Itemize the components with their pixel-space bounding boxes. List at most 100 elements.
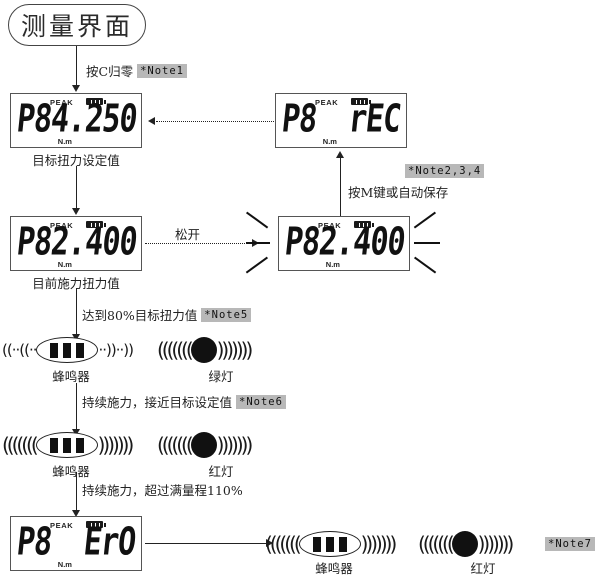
connector-target-to-current	[76, 166, 78, 210]
sound-waves-left-icon: (((((((	[265, 532, 302, 556]
arrow-flash-to-rec	[336, 151, 344, 158]
unit-label: N.m	[57, 560, 72, 569]
step-release-label: 松开	[175, 227, 201, 242]
lcd-current-channel: P8	[14, 219, 54, 265]
sound-waves-right-icon: )))))))	[97, 433, 135, 457]
arrow-target-to-current	[72, 208, 80, 215]
lcd-target: PEAK P8 4.250 N.m	[10, 93, 142, 148]
connector-current-to-buzzer1	[76, 288, 78, 336]
step-reach80: 达到80%目标扭力值 *Note5	[82, 305, 252, 325]
lcd-flash-channel: P8	[282, 219, 322, 265]
connector-current-to-flash	[145, 243, 253, 244]
red-light-icon	[190, 432, 217, 458]
lcd-error: PEAK P8 ErO N.m	[10, 516, 142, 571]
sound-waves-right-icon: )))))))	[360, 532, 398, 556]
lcd-target-readout: P8 4.250	[9, 96, 143, 142]
lcd-rec-value: rEC	[346, 96, 403, 142]
lcd-current-value: 2.400	[48, 219, 139, 265]
arrow-title-to-target	[72, 85, 80, 92]
buzzer-label-error: 蜂鸣器	[315, 561, 353, 576]
step-zero: 按C归零 *Note1	[86, 61, 188, 81]
red-lamp-group: ((((((( )))))))	[157, 432, 254, 458]
step-save-wrap: 按M键或自动保存	[348, 182, 448, 202]
sound-waves-left-icon: ((··((··	[2, 340, 37, 359]
peak-label: PEAK	[50, 521, 74, 530]
peak-label: PEAK	[50, 221, 74, 230]
step-release-wrap: 松开	[175, 224, 200, 244]
lcd-current-readout: P8 2.400	[9, 219, 143, 265]
battery-icon	[86, 221, 106, 228]
red-light-label: 红灯	[208, 464, 234, 479]
green-light-label: 绿灯	[208, 369, 234, 384]
unit-label: N.m	[57, 137, 72, 146]
lcd-target-channel: P8	[14, 96, 54, 142]
unit-label: N.m	[57, 260, 72, 269]
sound-waves-left-icon: (((((((	[2, 433, 39, 457]
lcd-rec: PEAK P8 rEC N.m	[275, 93, 407, 148]
battery-icon	[86, 98, 106, 105]
battery-icon	[354, 221, 374, 228]
lcd-flash-value: 2.400	[316, 219, 407, 265]
page-title-box: 测量界面	[8, 4, 146, 46]
light-waves-left-icon: (((((((	[157, 433, 194, 457]
lcd-target-value: 4.250	[48, 96, 139, 142]
step-save-note-wrap: *Note2,3,4	[405, 163, 485, 181]
light-waves-right-icon: )))))))	[477, 532, 515, 556]
step-approach-label: 持续施力，接近目标设定值	[82, 395, 233, 410]
step-save-note: *Note2,3,4	[405, 164, 485, 178]
arrow-buzzer2-to-error	[72, 510, 80, 517]
buzzer-icon	[298, 531, 361, 557]
arrow-error-to-alarm	[266, 539, 273, 547]
lcd-target-caption: 目标扭力设定值	[32, 153, 120, 168]
lcd-rec-readout: P8 rEC	[274, 96, 408, 142]
connector-rec-to-target	[156, 121, 274, 122]
peak-label: PEAK	[315, 98, 339, 107]
step-approach: 持续施力，接近目标设定值 *Note6	[82, 392, 286, 412]
buzzer-icon	[36, 337, 99, 363]
lcd-current-caption: 目前施力扭力值	[32, 276, 120, 291]
connector-buzzer2-to-error	[76, 472, 78, 512]
green-lamp-group: ((((((( )))))))	[157, 337, 254, 363]
step-zero-note: *Note1	[137, 64, 188, 78]
lcd-error-channel: P8	[14, 519, 54, 565]
flash-burst-right	[412, 211, 446, 274]
connector-buzzer1-to-buzzer2	[76, 383, 78, 431]
light-waves-right-icon: )))))))	[216, 338, 254, 362]
buzzer-group-weak: ((··((·· ··))··))	[2, 337, 134, 363]
step-overload-label: 持续施力，超过满量程110%	[82, 483, 243, 498]
buzzer-label-strong: 蜂鸣器	[52, 464, 90, 479]
light-waves-left-icon: (((((((	[418, 532, 455, 556]
red-lamp-group-error: ((((((( )))))))	[418, 531, 515, 557]
step-overload: 持续施力，超过满量程110%	[82, 480, 243, 500]
lcd-current: PEAK P8 2.400 N.m	[10, 216, 142, 271]
step-reach80-label: 达到80%目标扭力值	[82, 308, 198, 323]
step-approach-note: *Note6	[236, 395, 286, 409]
step-reach80-note: *Note5	[201, 308, 252, 322]
buzzer-icon	[35, 432, 98, 458]
connector-flash-to-rec	[340, 158, 342, 216]
unit-label: N.m	[322, 137, 337, 146]
lcd-flash: PEAK P8 2.400 N.m	[278, 216, 410, 271]
battery-icon	[351, 98, 371, 105]
peak-label: PEAK	[318, 221, 342, 230]
step-error-note-wrap: *Note7	[545, 536, 595, 554]
red-light-label-error: 红灯	[470, 561, 496, 576]
arrow-rec-to-target	[148, 117, 155, 125]
buzzer-group-strong: ((((((( )))))))	[2, 432, 135, 458]
red-light-icon	[451, 531, 478, 557]
connector-error-to-alarm	[145, 543, 268, 545]
battery-icon	[86, 521, 106, 528]
green-light-icon	[190, 337, 217, 363]
light-waves-left-icon: (((((((	[157, 338, 194, 362]
peak-label: PEAK	[50, 98, 74, 107]
connector-title-to-target	[76, 46, 78, 86]
step-save-label: 按M键或自动保存	[348, 185, 449, 200]
step-zero-label: 按C归零	[86, 64, 134, 79]
lcd-error-value: ErO	[81, 519, 138, 565]
lcd-rec-channel: P8	[279, 96, 319, 142]
page-title: 测量界面	[20, 12, 133, 41]
step-error-note: *Note7	[545, 537, 595, 551]
lcd-flash-readout: P8 2.400	[277, 219, 411, 265]
flash-burst-left	[244, 211, 278, 274]
light-waves-right-icon: )))))))	[216, 433, 254, 457]
